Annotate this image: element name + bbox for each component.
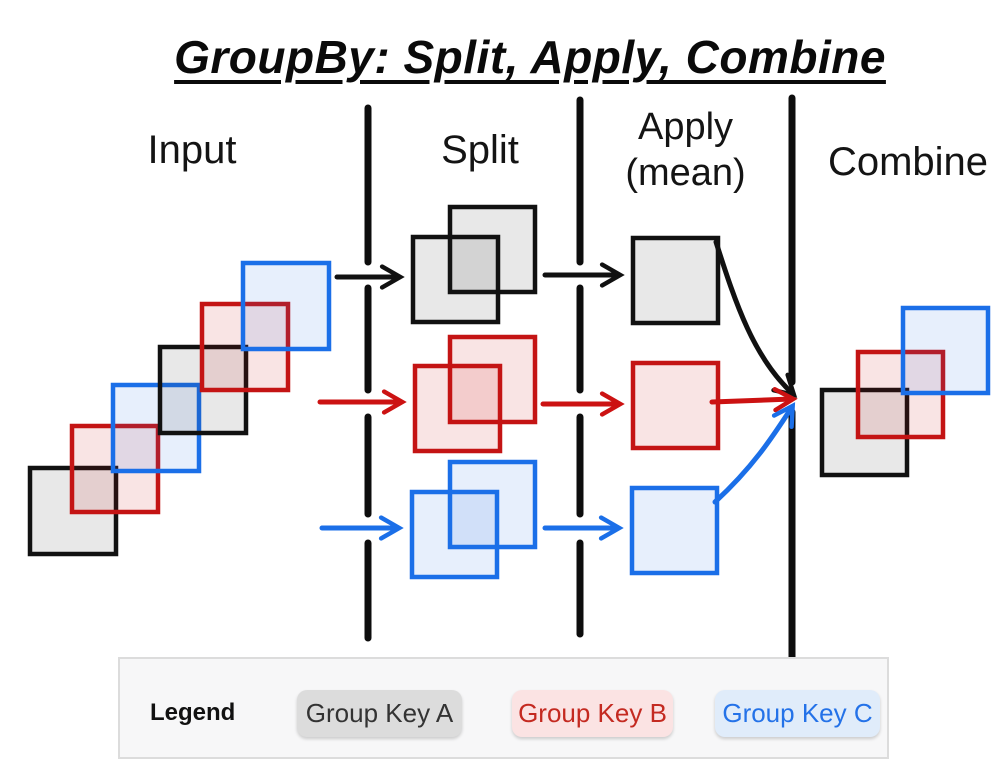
column-header-split: Split: [441, 128, 519, 172]
column-header-apply-line1: Apply: [637, 106, 734, 148]
legend-chip-group-key-a: Group Key A: [297, 690, 462, 737]
split-group-c: [409, 459, 538, 580]
legend-chip-label: Group Key A: [305, 698, 454, 728]
combine-cascade: [819, 305, 991, 478]
apply-square-key-a: [630, 235, 721, 326]
legend-title: Legend: [150, 699, 236, 726]
arrow-apply-to-combine-b: [709, 387, 798, 413]
arrow-apply-to-combine-c: [712, 402, 796, 505]
legend-chip-label: Group Key B: [518, 698, 667, 728]
arrow-apply-to-combine-a: [713, 239, 798, 398]
apply-results: [629, 235, 721, 576]
column-header-input: Input: [147, 128, 237, 172]
split-square-key-b: [447, 334, 538, 425]
split-group-b: [412, 334, 538, 454]
legend-chip-group-key-b: Group Key B: [512, 690, 673, 737]
split-group-a: [410, 204, 538, 325]
apply-square-key-c: [629, 485, 720, 576]
split-square-key-a: [447, 204, 538, 295]
split-square-key-a: [410, 234, 501, 325]
page-title: GroupBy: Split, Apply, Combine: [174, 31, 886, 83]
input-square-key-c: [110, 382, 202, 474]
column-header-apply-line2: (mean): [625, 152, 746, 195]
input-square-key-c: [240, 260, 332, 352]
split-square-key-c: [447, 459, 538, 550]
legend-chip-label: Group Key C: [722, 698, 873, 728]
column-header-combine: Combine: [827, 140, 989, 184]
combine-square-key-c: [900, 305, 991, 396]
split-square-key-c: [409, 489, 500, 580]
apply-square-key-b: [630, 360, 721, 451]
combine-square-key-a: [819, 387, 910, 478]
column-header-apply: Apply (mean): [598, 104, 773, 197]
split-square-key-b: [412, 363, 503, 454]
legend-chip-group-key-c: Group Key C: [715, 690, 880, 737]
input-cascade: [27, 260, 332, 557]
